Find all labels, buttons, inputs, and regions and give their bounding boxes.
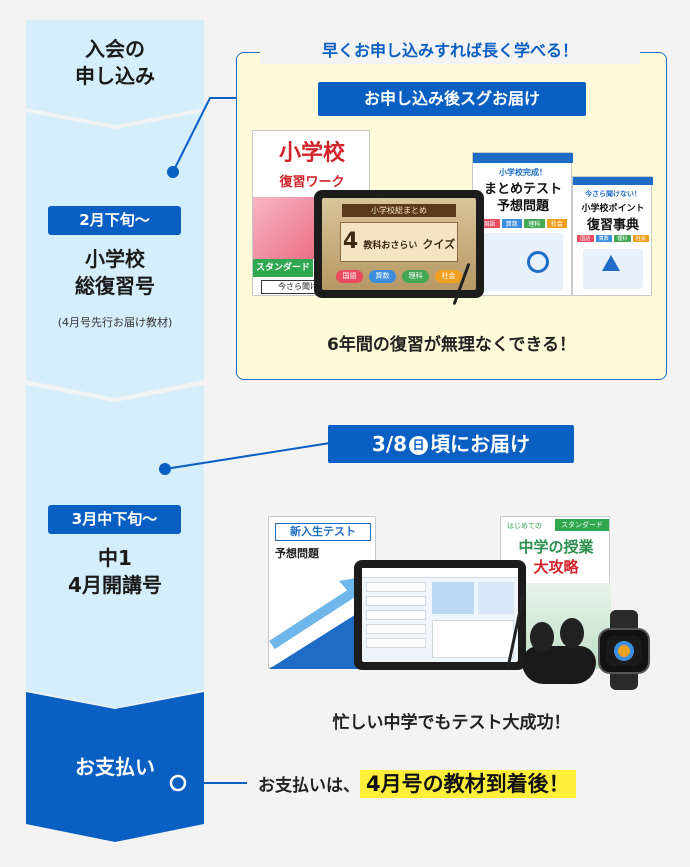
- book-top-label: 小学校完成！: [499, 168, 547, 177]
- payment-lead-text: お支払いは、: [258, 776, 360, 796]
- book-cover-art: [483, 233, 563, 291]
- step-chevron-shape: [26, 112, 204, 398]
- payment-highlight-text: 4月号の教材到着後！: [360, 770, 576, 798]
- tablet-screen: 小学校総まとめ 4 教科おさらい クイズ 国語 算数 理科 社会: [322, 198, 476, 290]
- step-elementary-review-title: 小学校 総復習号: [75, 247, 155, 298]
- book-top-label: 今さら聞けない！: [585, 190, 641, 198]
- book-subject-tags: 国語 算数 理科 社会: [577, 235, 649, 242]
- watch-face: [606, 636, 642, 666]
- screen-subject-buttons: 国語 算数 理科 社会: [336, 270, 462, 283]
- book-subtitle: 予想問題: [275, 547, 319, 560]
- step-date-badge: 3月中下旬〜: [48, 505, 181, 534]
- book-title: 新入生テスト: [275, 523, 371, 541]
- book-top-label: はじめての: [507, 522, 542, 530]
- book-grade-badge: スタンダード: [253, 259, 313, 277]
- step-note: (4月号先行お届け教材): [57, 316, 173, 329]
- tablet-screen: [362, 568, 518, 662]
- screen-list: [366, 582, 426, 658]
- early-application-heading: 早くお申し込みすれば長く学べる！: [260, 38, 640, 64]
- step-payment: お支払い: [26, 692, 204, 842]
- screen-header: 小学校総まとめ: [342, 204, 456, 217]
- step-elementary-review: 2月下旬〜 小学校 総復習号 (4月号先行お届け教材): [26, 112, 204, 398]
- warning-icon: [602, 255, 620, 271]
- junior-high-tagline: 忙しい中学でもテスト大成功！: [332, 713, 571, 733]
- book-title: まとめテスト 予想問題: [483, 182, 562, 214]
- step-junior-high: 3月中下旬〜 中1 4月開講号: [26, 385, 204, 708]
- magnifier-icon: [527, 251, 549, 273]
- book-grade-badge: スタンダード: [555, 519, 609, 531]
- tablet-device: 小学校総まとめ 4 教科おさらい クイズ 国語 算数 理科 社会: [314, 190, 484, 298]
- step-date-badge: 2月下旬〜: [48, 206, 181, 235]
- tablet-device: [354, 560, 526, 670]
- earbud: [530, 622, 554, 652]
- smartwatch: [598, 610, 650, 690]
- immediate-delivery-badge: お申し込み後スグお届け: [318, 82, 586, 116]
- book-title: 中学の授業 大攻略: [518, 538, 594, 576]
- book-title: 小学校ポイント 復習事典: [581, 204, 645, 233]
- sunday-icon: 日: [409, 436, 429, 455]
- earbud: [560, 618, 584, 648]
- step-junior-high-title: 中1 4月開講号: [68, 546, 162, 597]
- payment-message: お支払いは、4月号の教材到着後！: [258, 768, 576, 798]
- step-application-title: 入会の 申し込み: [75, 37, 155, 88]
- book-subject-tags: 国語 算数 理科 社会: [479, 219, 567, 228]
- elementary-review-tagline: 6年間の復習が無理なくできる！: [327, 335, 576, 355]
- book-cover-art: [583, 249, 643, 289]
- screen-quiz-title: 4 教科おさらい クイズ: [340, 222, 458, 262]
- book-summary-test: 小学校完成！ まとめテスト 予想問題 国語 算数 理科 社会: [472, 152, 573, 296]
- step-chevron-shape: [26, 20, 204, 125]
- book-subtitle: 復習ワーク: [279, 175, 345, 190]
- book-cover-art: [269, 577, 377, 669]
- step-application: 入会の 申し込み: [26, 20, 204, 125]
- book-title: 小学校: [278, 141, 345, 166]
- earbuds-case: [522, 646, 596, 684]
- step-payment-title: お支払い: [75, 755, 155, 779]
- book-review-dictionary: 今さら聞けない！ 小学校ポイント 復習事典 国語 算数 理科 社会: [572, 176, 653, 296]
- step-chevron-shape: [26, 692, 204, 842]
